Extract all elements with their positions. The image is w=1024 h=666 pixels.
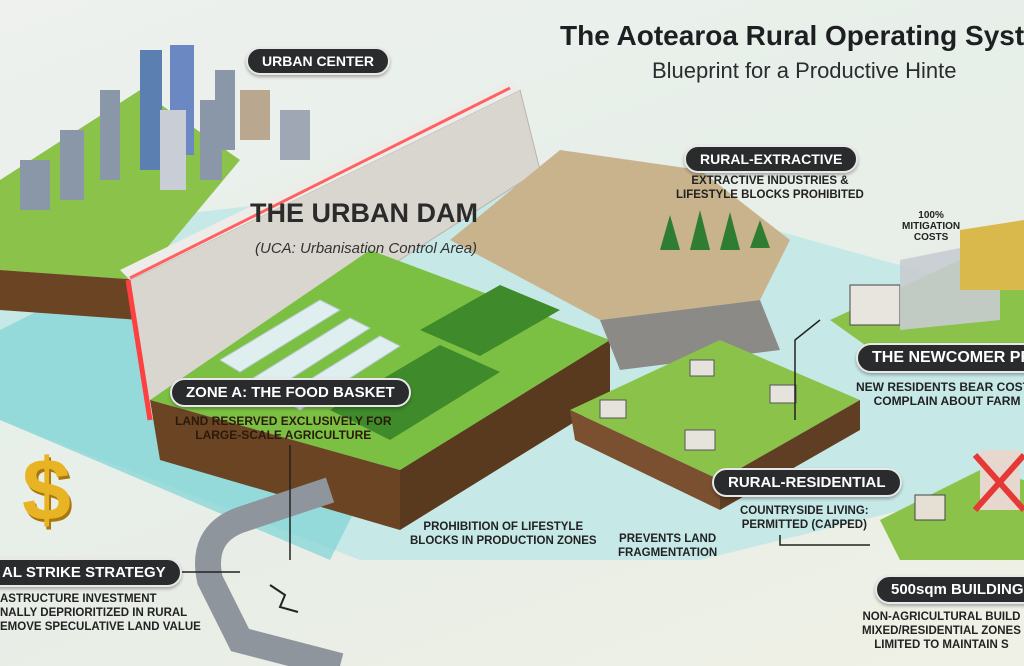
urban-dam-subtitle: (UCA: Urbanisation Control Area) [255, 240, 478, 257]
newcomer-house [849, 284, 901, 326]
rural-extractive-block [450, 150, 790, 320]
zone-a-label: ZONE A: THE FOOD BASKET [170, 378, 411, 407]
houses [599, 359, 797, 451]
building-limit-label: 500sqm BUILDING [875, 575, 1024, 604]
rural-residential-block [570, 340, 860, 480]
food-basket-soil [150, 400, 400, 530]
page-subtitle: Blueprint for a Productive Hinte [652, 58, 957, 83]
strike-strategy-label: AL STRIKE STRATEGY [0, 558, 182, 587]
dam-red-glow [125, 279, 153, 421]
rural-residential-label: RURAL-RESIDENTIAL [712, 468, 902, 497]
rural-extractive-desc: EXTRACTIVE INDUSTRIES &LIFESTYLE BLOCKS … [676, 175, 864, 201]
pipe-crack [269, 584, 299, 613]
infrastructure-pipe [195, 477, 344, 666]
crop-fields [330, 285, 560, 440]
leader-lines [170, 319, 870, 573]
urban-dam-title: THE URBAN DAM [250, 198, 478, 228]
newcomer-principle-label: THE NEWCOMER PRIN [856, 343, 1024, 373]
urban-center-label: URBAN CENTER [246, 47, 390, 75]
dollar-icon: $ [22, 440, 71, 539]
page-title: The Aotearoa Rural Operating Syst [560, 20, 1024, 51]
dam-top [120, 80, 520, 280]
rural-extractive-label: RURAL-EXTRACTIVE [684, 145, 859, 173]
city-buildings [20, 45, 310, 210]
forest [660, 210, 770, 250]
rural-residential-desc: COUNTRYSIDE LIVING:PERMITTED (CAPPED) [740, 505, 869, 531]
urban-soil [0, 270, 140, 320]
